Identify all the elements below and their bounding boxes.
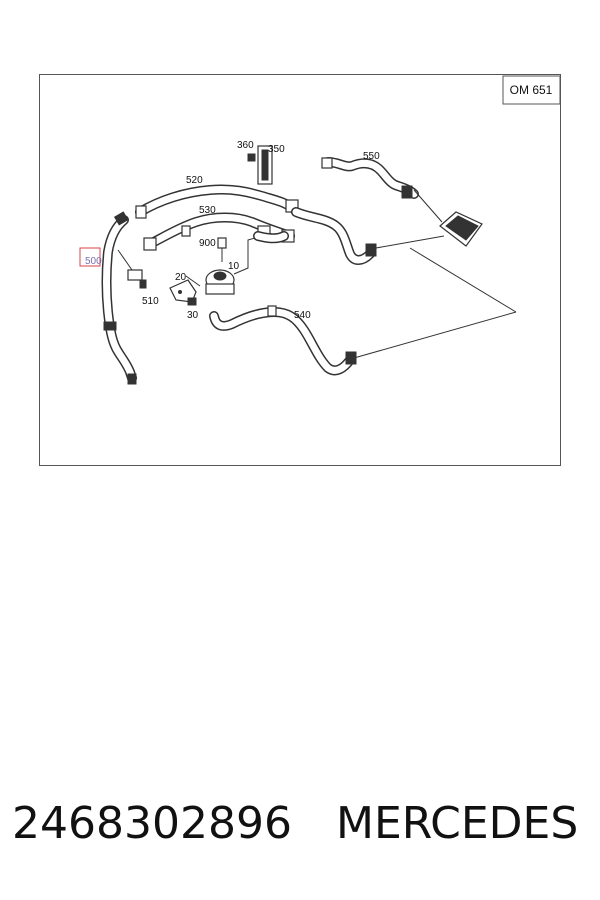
clip-30	[187, 297, 197, 306]
brand-name: MERCEDES	[336, 798, 579, 849]
footer: 2468302896 MERCEDES	[0, 790, 600, 870]
part-510	[127, 269, 147, 289]
diagram-frame	[39, 74, 561, 466]
engine-label-box: OM 651	[502, 75, 561, 105]
hose-500	[101, 211, 137, 385]
bracket-20	[169, 275, 201, 303]
hose-550	[321, 157, 419, 199]
callout-350: 350	[268, 144, 285, 155]
highlight-box-500	[79, 247, 101, 267]
heater-core	[353, 189, 517, 359]
hose-right-upper	[291, 207, 377, 265]
callout-550: 550	[363, 151, 380, 162]
callout-900: 900	[199, 238, 216, 249]
part-number: 2468302896	[12, 798, 292, 849]
callout-540: 540	[294, 310, 311, 321]
callout-20: 20	[175, 272, 187, 283]
bracket-350	[247, 145, 273, 185]
callout-360: 360	[237, 140, 254, 151]
hose-540	[209, 305, 357, 376]
callout-530: 530	[199, 205, 216, 216]
callout-520: 520	[186, 175, 203, 186]
callout-500: 500	[85, 256, 102, 267]
sensor-900	[217, 237, 227, 262]
callout-10: 10	[228, 261, 240, 272]
hose-connector-small	[253, 231, 289, 244]
callout-30: 30	[187, 310, 199, 321]
callout-510: 510	[142, 296, 159, 307]
engine-label: OM 651	[510, 83, 553, 97]
